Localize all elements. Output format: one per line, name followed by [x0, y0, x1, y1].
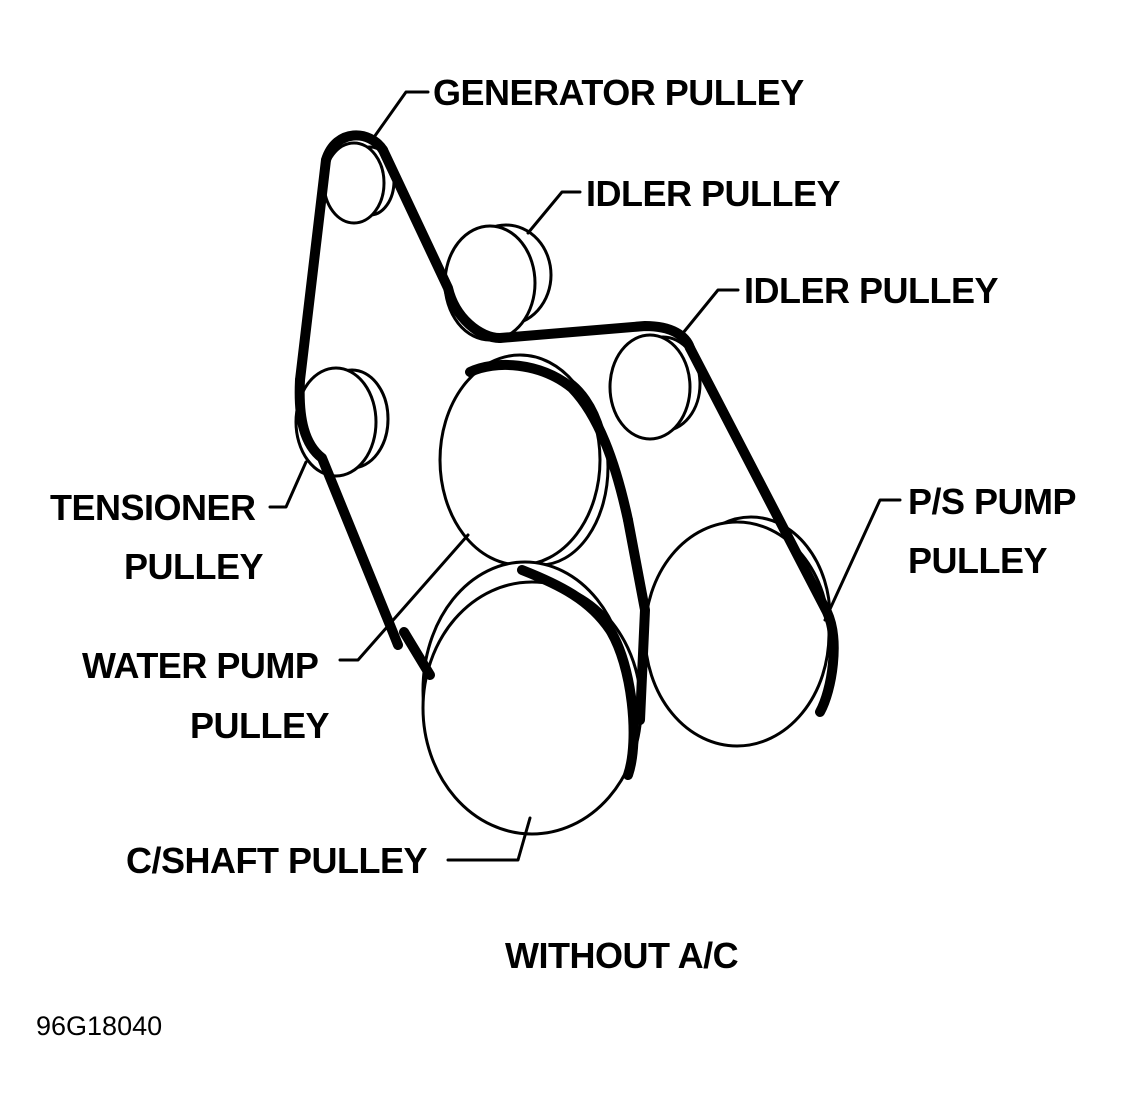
water-pump-pulley: [438, 353, 610, 567]
leader-tensioner: [268, 460, 308, 509]
serpentine-belt: [294, 130, 839, 780]
leader-generator: [370, 90, 430, 142]
generator-pulley: [322, 141, 396, 225]
ps-pump-pulley-label-line2: PULLEY: [908, 540, 1048, 581]
leader-idler-right: [681, 288, 740, 335]
diagram-caption: WITHOUT A/C: [505, 935, 739, 976]
ps-pump-pulley: [643, 515, 832, 748]
idler-pulley-right-label: IDLER PULLEY: [744, 270, 999, 311]
water-pump-pulley-label-line1: WATER PUMP: [82, 645, 319, 686]
leader-water-pump: [338, 533, 470, 662]
leader-idler-upper: [526, 190, 582, 235]
ps-pump-pulley-label-line1: P/S PUMP: [908, 481, 1077, 522]
leader-ps-pump: [823, 498, 902, 622]
idler-pulley-right: [608, 333, 702, 441]
cshaft-pulley-label: C/SHAFT PULLEY: [126, 840, 428, 881]
cshaft-pulley: [421, 560, 643, 836]
generator-pulley-label: GENERATOR PULLEY: [433, 72, 804, 113]
figure-number: 96G18040: [36, 1011, 163, 1041]
tensioner-pulley-label-line1: TENSIONER: [50, 487, 256, 528]
leader-lines: [268, 90, 902, 862]
tensioner-pulley-label-line2: PULLEY: [124, 546, 264, 587]
idler-pulley-upper-label: IDLER PULLEY: [586, 173, 841, 214]
water-pump-pulley-label-line2: PULLEY: [190, 705, 330, 746]
tensioner-pulley: [294, 366, 390, 478]
leader-cshaft: [446, 816, 532, 862]
idler-pulley-upper: [443, 223, 553, 342]
